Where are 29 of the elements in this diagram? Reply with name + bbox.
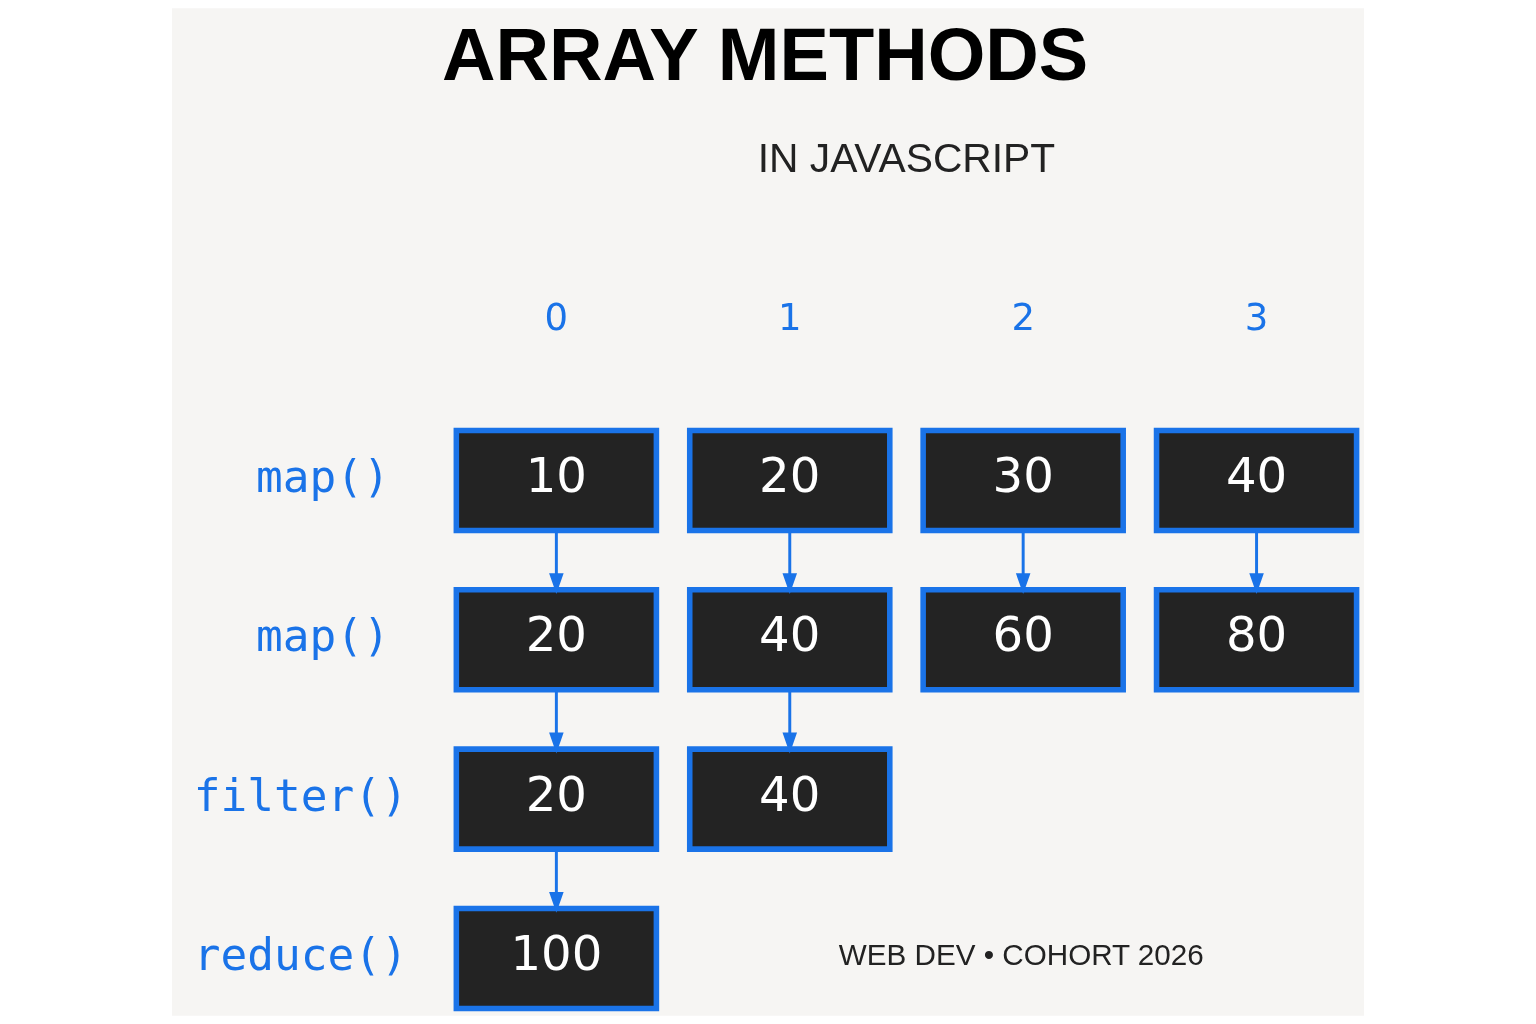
label: map() bbox=[256, 450, 390, 502]
node-box: 30 bbox=[920, 427, 1126, 534]
arrow bbox=[782, 690, 798, 754]
label: IN JAVASCRIPT bbox=[757, 135, 1056, 182]
node-box: 80 bbox=[1153, 587, 1360, 693]
node-box: 20 bbox=[453, 746, 660, 852]
label: 0 bbox=[544, 296, 569, 340]
label: WEB DEV • COHORT 2026 bbox=[838, 938, 1204, 972]
node-box: 40 bbox=[1153, 427, 1360, 534]
label: filter() bbox=[193, 769, 408, 821]
diagram-title: ARRAY METHODS bbox=[441, 13, 1089, 97]
arrow bbox=[549, 530, 564, 595]
label: 1 bbox=[777, 296, 802, 340]
label: 2 bbox=[1011, 296, 1035, 340]
node-box: 40 bbox=[686, 587, 893, 693]
node-box: 60 bbox=[920, 587, 1126, 693]
node-box: 20 bbox=[453, 587, 660, 693]
node-box: 100 bbox=[453, 905, 660, 1012]
node-box: 20 bbox=[686, 427, 893, 534]
label: 3 bbox=[1244, 296, 1269, 340]
arrow bbox=[549, 690, 564, 754]
label: reduce() bbox=[193, 928, 408, 980]
arrow bbox=[1249, 530, 1264, 595]
node-box: 40 bbox=[686, 746, 893, 852]
arrow bbox=[782, 530, 798, 595]
arrow bbox=[1015, 530, 1031, 595]
label: map() bbox=[256, 610, 390, 662]
node-box: 10 bbox=[453, 427, 660, 534]
arrow bbox=[549, 849, 564, 913]
